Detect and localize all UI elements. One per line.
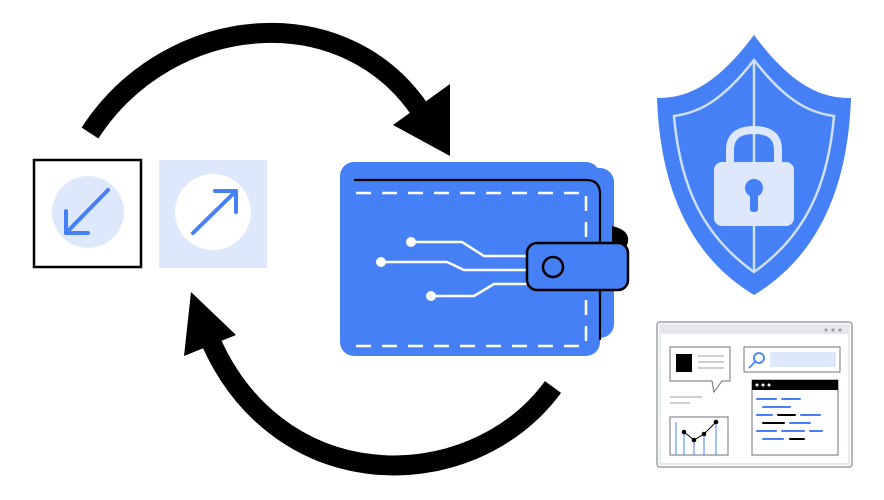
wallet-clasp[interactable] [525, 226, 630, 292]
digital-wallet-icon [340, 162, 630, 356]
mini-chart [669, 416, 729, 456]
browser-dashboard-icon [656, 321, 853, 468]
search-bar[interactable] [743, 346, 841, 373]
curved-arrow-left-icon [184, 292, 562, 476]
search-icon [748, 352, 765, 369]
code-window [751, 379, 839, 456]
message-card [669, 346, 731, 404]
send-box[interactable] [159, 160, 267, 268]
arrow-down-left-icon [64, 188, 110, 235]
padlock-icon [714, 125, 794, 226]
receive-box[interactable] [32, 158, 143, 269]
arrow-up-right-icon [191, 189, 238, 235]
curved-arrow-right-icon [81, 22, 450, 156]
security-shield-lock-icon [657, 35, 851, 295]
circuit-icon [381, 240, 534, 298]
